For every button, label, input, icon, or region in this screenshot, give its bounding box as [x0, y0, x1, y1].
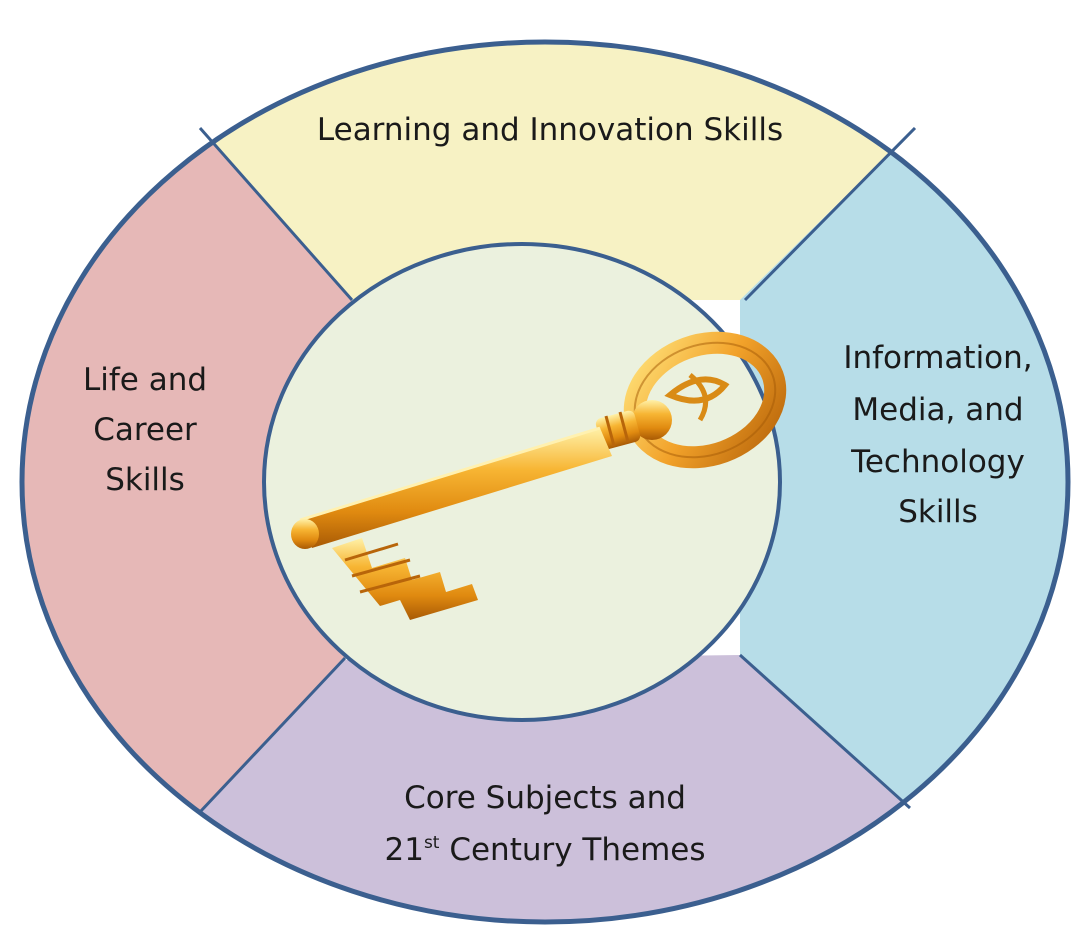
label-core-subjects-line1: Core Subjects and [404, 780, 686, 816]
label-core-subjects-line2: 21st Century Themes [384, 832, 705, 868]
label-information-media-line2: Media, and [852, 392, 1023, 428]
label-information-media: Information, Media, and Technology Skill… [843, 340, 1032, 530]
label-core-subjects-line2-prefix: 21 [384, 832, 423, 868]
label-core-subjects-line2-sup: st [424, 833, 440, 853]
label-core-subjects: Core Subjects and 21st Century Themes [384, 780, 705, 868]
label-information-media-line1: Information, [843, 340, 1032, 376]
key-icon [291, 331, 787, 620]
divider-top-left [198, 127, 354, 301]
label-information-media-line3: Technology [850, 444, 1025, 480]
segment-dividers [198, 126, 917, 814]
label-information-media-line4: Skills [898, 494, 978, 530]
label-life-career-line2: Career [93, 412, 197, 448]
outer-ring [19, 39, 1071, 925]
divider-bottom-left [198, 656, 347, 814]
divider-bottom-right [738, 653, 912, 810]
label-life-career: Life and Career Skills [83, 362, 207, 498]
label-core-subjects-line2-suffix: Century Themes [439, 832, 705, 868]
label-life-career-line1: Life and [83, 362, 207, 398]
divider-top-right [743, 126, 917, 302]
label-learning-innovation: Learning and Innovation Skills [317, 112, 783, 148]
label-life-career-line3: Skills [105, 462, 185, 498]
